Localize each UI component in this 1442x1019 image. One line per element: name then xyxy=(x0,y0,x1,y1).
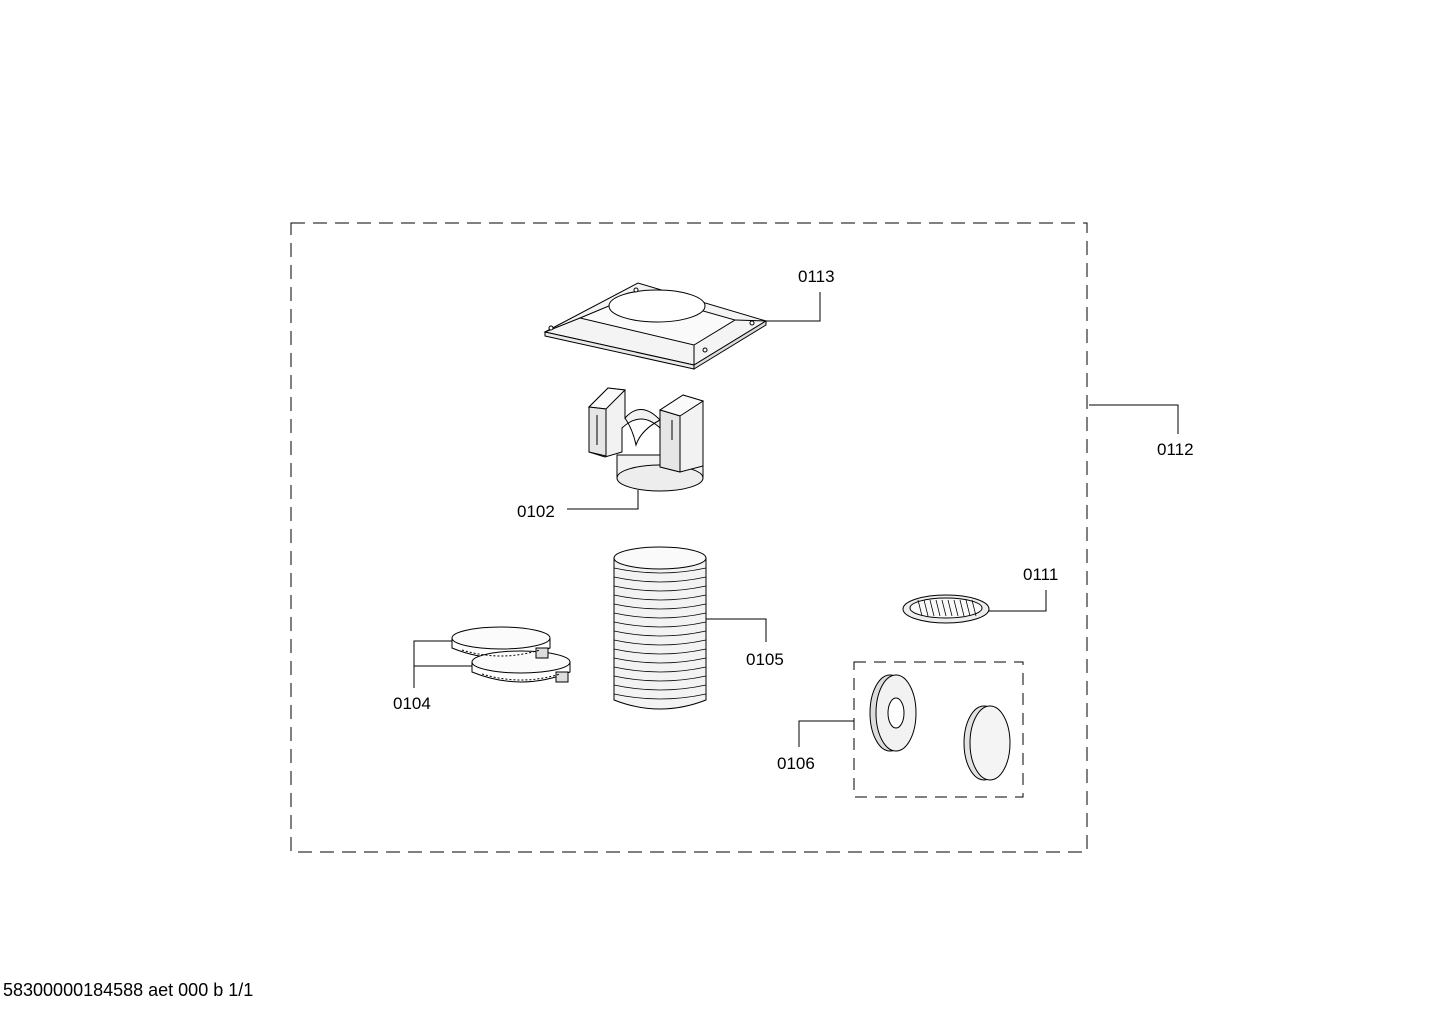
drawing-id: 58300000184588 aet 000 b 1/1 xyxy=(3,980,254,1000)
leader-lines xyxy=(413,292,1179,747)
hose-ring xyxy=(613,648,707,655)
grille-bar xyxy=(929,599,935,617)
callout-0112: 0112 xyxy=(1157,440,1194,459)
hose-ring xyxy=(613,693,707,700)
grille-bar xyxy=(947,599,953,617)
duct-adapter-icon[interactable] xyxy=(587,387,705,492)
hose-ring xyxy=(613,675,707,682)
hose-ring xyxy=(613,585,707,592)
hose-ring xyxy=(613,612,707,619)
grille-bar xyxy=(941,599,947,617)
hose-ring xyxy=(613,630,707,637)
subgroup-boundary-0106 xyxy=(853,661,1024,798)
callout-0105: 0105 xyxy=(746,650,784,669)
hose-ring xyxy=(613,594,707,601)
mounting-bracket-icon[interactable] xyxy=(543,282,768,370)
grille-bar xyxy=(923,599,929,617)
hose-ring xyxy=(613,576,707,583)
hose-clamp-icon[interactable] xyxy=(451,626,571,683)
callout-0104: 0104 xyxy=(393,694,431,713)
callout-0102: 0102 xyxy=(517,502,555,521)
callout-0106: 0106 xyxy=(777,754,815,773)
cover-disc-icon[interactable] xyxy=(869,674,1011,781)
grille-bar xyxy=(917,599,923,617)
hose-ring xyxy=(613,639,707,646)
hose-ring xyxy=(613,567,707,574)
grille-bar xyxy=(965,599,971,617)
callout-0113: 0113 xyxy=(798,267,835,286)
hose-ring xyxy=(613,684,707,691)
grille-icon[interactable] xyxy=(902,594,990,624)
hose-ring xyxy=(613,603,707,610)
grille-bar xyxy=(953,599,959,617)
hose-ring xyxy=(613,657,707,664)
callout-0111: 0111 xyxy=(1023,565,1058,584)
grille-bar xyxy=(971,599,977,617)
flexible-hose-icon[interactable] xyxy=(613,546,707,710)
hose-ring xyxy=(613,621,707,628)
grille-bar xyxy=(959,599,965,617)
grille-bar xyxy=(935,599,941,617)
assembly-boundary-0112 xyxy=(290,222,1088,853)
hose-ring xyxy=(613,666,707,673)
